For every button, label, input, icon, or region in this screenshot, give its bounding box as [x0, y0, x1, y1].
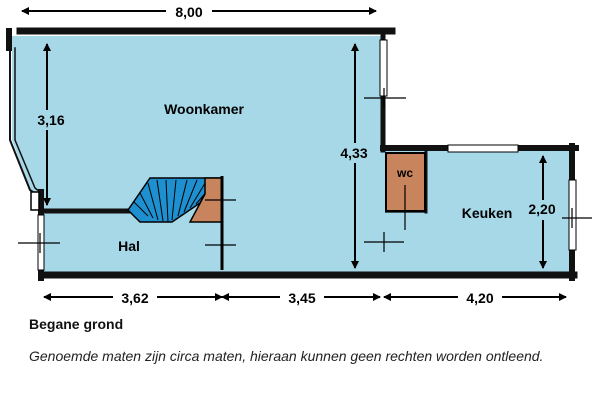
floor-name: Begane grond [29, 316, 124, 332]
dim-bottom-mid: 3,45 [288, 290, 315, 306]
dim-total-width: 8,00 [175, 4, 202, 20]
window-top-right [379, 39, 388, 97]
cross-marks [18, 88, 592, 255]
floor-plan: 8,00 3,16 4,33 2,20 3,62 3,45 4,20 Woonk… [6, 2, 592, 307]
window-keuken-top [447, 144, 519, 153]
dimension-labels: 8,00 3,16 4,33 2,20 3,62 3,45 4,20 [33, 2, 562, 307]
dim-bottom-keuken: 4,20 [466, 290, 493, 306]
room-label-keuken: Keuken [462, 205, 513, 221]
woonkamer-floor [12, 36, 385, 276]
stairs-fill [128, 178, 222, 222]
dim-woonkamer-depth: 4,33 [340, 145, 367, 161]
window-bay-left [30, 191, 40, 211]
floor-areas [12, 36, 570, 276]
disclaimer-text: Genoemde maten zijn circa maten, hieraan… [29, 348, 544, 364]
room-label-woonkamer: Woonkamer [164, 101, 244, 117]
room-labels: Woonkamer Hal Keuken wc [118, 101, 512, 254]
room-label-hal: Hal [118, 238, 140, 254]
stair-treads [133, 179, 216, 223]
dim-keuken-depth: 2,20 [528, 201, 555, 217]
dim-left-upper: 3,16 [37, 112, 64, 128]
room-label-wc: wc [396, 166, 413, 180]
dim-bottom-hal: 3,62 [121, 290, 148, 306]
wall-bay-window-inner [14, 47, 42, 194]
